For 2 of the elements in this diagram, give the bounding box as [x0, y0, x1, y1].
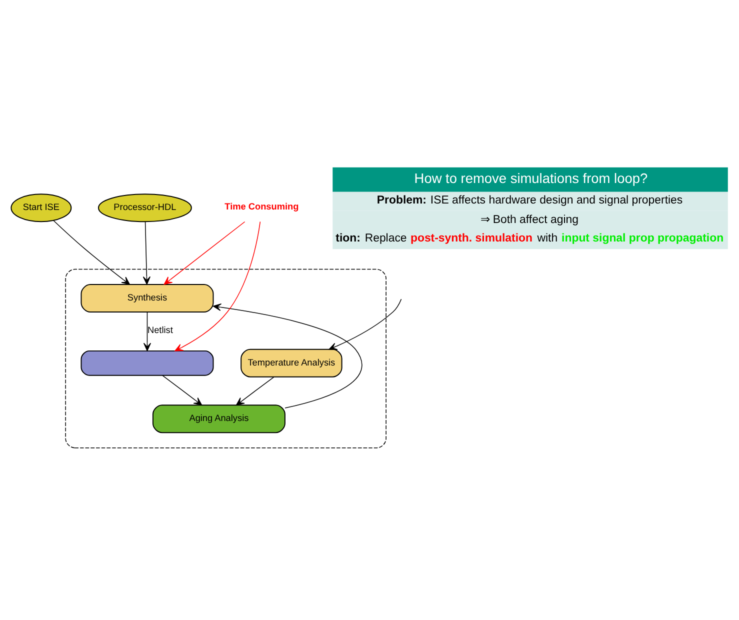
node-text: Time Consuming: [224, 200, 299, 211]
edge-label: Netlist: [148, 324, 173, 335]
